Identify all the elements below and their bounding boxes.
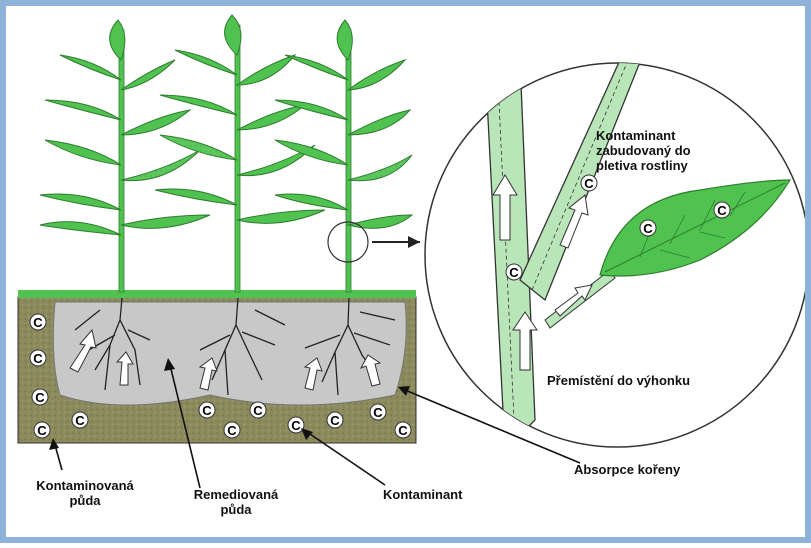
plant-left — [40, 20, 210, 292]
label-translocation: Přemístění do výhonku — [547, 373, 690, 388]
svg-text:C: C — [330, 413, 340, 428]
svg-text:C: C — [202, 403, 212, 418]
contaminant-marker: C — [30, 314, 46, 330]
contaminant-marker: C — [32, 389, 48, 405]
contaminant-marker: C — [506, 264, 522, 280]
zoom-connector-arrow — [372, 236, 420, 248]
svg-text:C: C — [717, 203, 727, 218]
svg-text:C: C — [227, 423, 237, 438]
contaminant-marker: C — [327, 412, 343, 428]
contaminant-marker: C — [199, 402, 215, 418]
remediated-zone — [53, 302, 406, 405]
contaminant-marker: C — [30, 350, 46, 366]
contaminant-marker: C — [640, 220, 656, 236]
contaminant-marker: C — [395, 422, 411, 438]
contaminant-marker: C — [581, 175, 597, 191]
magnified-view: C C C C — [425, 60, 809, 450]
contaminant-marker: C — [288, 417, 304, 433]
svg-text:C: C — [37, 423, 47, 438]
svg-text:C: C — [373, 405, 383, 420]
contaminant-marker: C — [714, 202, 730, 218]
svg-text:C: C — [33, 315, 43, 330]
grass-strip — [18, 290, 416, 298]
contaminant-marker: C — [34, 422, 50, 438]
svg-text:C: C — [398, 423, 408, 438]
label-remediated-soil: Remediovaná půda — [186, 487, 286, 517]
label-contaminated-soil: Kontaminovaná půda — [30, 478, 140, 508]
svg-text:C: C — [509, 265, 519, 280]
label-root-absorption: Absorpce kořeny — [574, 462, 680, 477]
svg-text:C: C — [75, 413, 85, 428]
contaminant-marker: C — [250, 402, 266, 418]
label-contaminant-incorporated: Kontaminant zabudovaný do pletiva rostli… — [596, 128, 691, 173]
plant-middle — [155, 15, 325, 292]
contaminant-marker: C — [224, 422, 240, 438]
contaminant-marker: C — [370, 404, 386, 420]
svg-text:C: C — [643, 221, 653, 236]
svg-text:C: C — [33, 351, 43, 366]
svg-text:C: C — [253, 403, 263, 418]
svg-text:C: C — [291, 418, 301, 433]
svg-text:C: C — [35, 390, 45, 405]
label-contaminant: Kontaminant — [383, 487, 462, 502]
svg-text:C: C — [584, 176, 594, 191]
contaminant-marker: C — [72, 412, 88, 428]
